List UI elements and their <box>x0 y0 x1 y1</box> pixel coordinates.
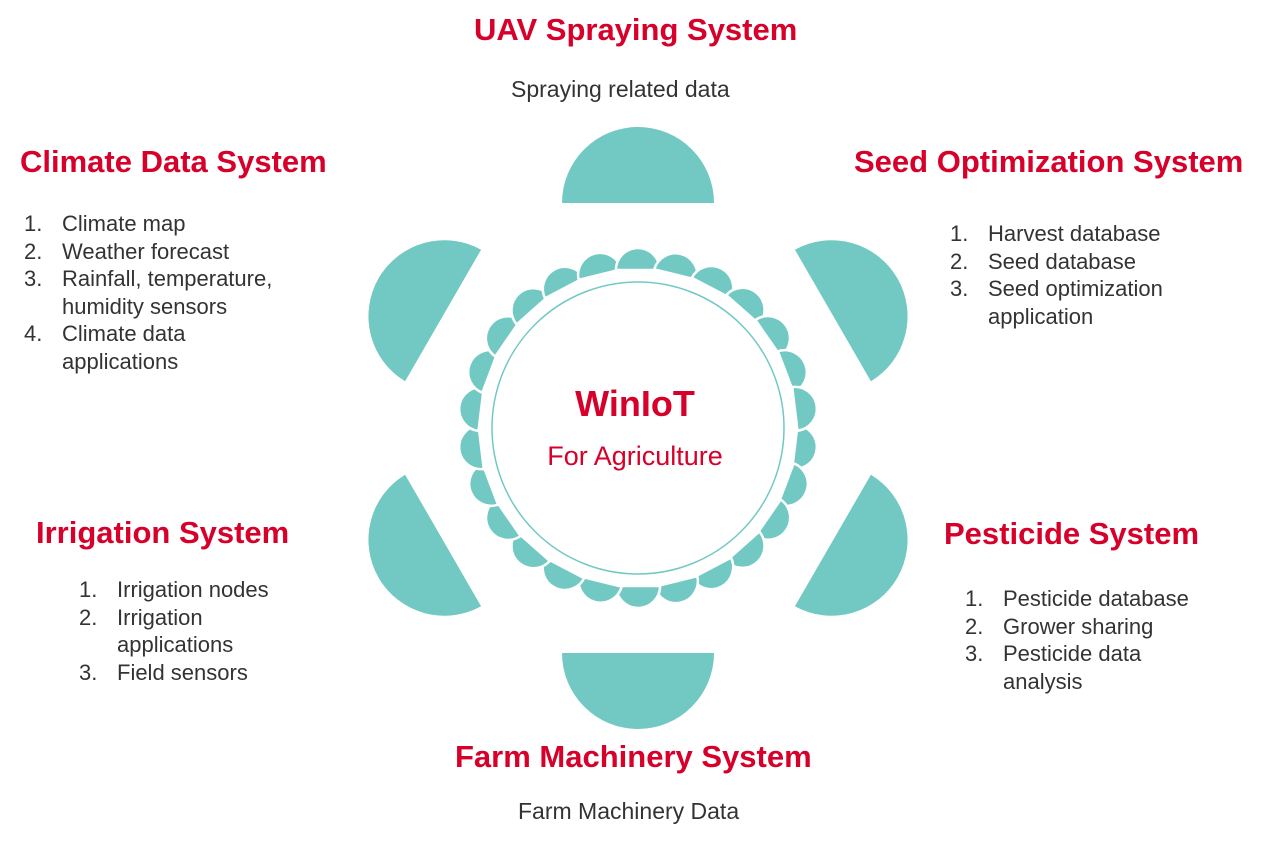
seed-optimization-title: Seed Optimization System <box>854 144 1244 179</box>
list-item: 1.Climate map <box>24 211 186 236</box>
list-item: 2.Grower sharing <box>965 613 1154 639</box>
center-title: WinIoT <box>575 383 695 424</box>
list-item: 4.Climate data applications <box>24 321 186 374</box>
ring-scallop <box>790 385 819 433</box>
list-item: 2.Irrigation applications <box>79 604 234 658</box>
ring-scallop <box>790 423 819 471</box>
list-item: 2.Weather forecast <box>24 238 230 264</box>
climate-data-title: Climate Data System <box>20 144 327 179</box>
ring-scallop <box>652 252 699 282</box>
list-item: 2.Seed database <box>950 248 1137 274</box>
list-item: 3.Field sensors <box>79 659 248 685</box>
center-circle <box>491 281 785 575</box>
seed-optimization-list: 1.Harvest database 2.Seed database 3.See… <box>950 220 1163 330</box>
scalloped-ring <box>457 246 819 610</box>
petal-lower-left <box>368 474 482 616</box>
list-item: 1.Irrigation nodes <box>79 577 269 602</box>
ring-scallop <box>457 385 486 433</box>
pesticide-title: Pesticide System <box>944 516 1200 551</box>
ring-scallop <box>614 584 662 610</box>
ring-scallop <box>614 246 662 272</box>
list-item: 1.Pesticide database <box>965 586 1189 611</box>
list-item: 1.Harvest database <box>950 221 1161 246</box>
climate-data-list: 1.Climate map 2.Weather forecast 3.Rainf… <box>24 210 272 376</box>
ring-scallop <box>457 423 486 471</box>
petal-bottom <box>562 653 714 729</box>
pesticide-list: 1.Pesticide database 2.Grower sharing 3.… <box>965 585 1189 695</box>
petal-upper-left <box>368 240 482 382</box>
petal-upper-right <box>794 240 908 382</box>
irrigation-list: 1.Irrigation nodes 2.Irrigation applicat… <box>79 576 269 686</box>
petal-top <box>562 127 714 203</box>
farm-machinery-text: Farm Machinery Data <box>518 798 740 824</box>
petal-lower-right <box>794 474 908 616</box>
uav-spraying-title: UAV Spraying System <box>474 12 798 47</box>
outer-petals <box>368 127 908 729</box>
list-item: 3.Rainfall, temperature, humidity sensor… <box>24 266 273 319</box>
list-item: 3.Pesticide data analysis <box>965 641 1142 694</box>
list-item: 3.Seed optimization application <box>950 276 1163 329</box>
uav-spraying-text: Spraying related data <box>511 76 730 102</box>
irrigation-title: Irrigation System <box>36 515 290 550</box>
farm-machinery-title: Farm Machinery System <box>455 739 812 774</box>
center-subtitle: For Agriculture <box>547 441 723 471</box>
ring-scallop <box>577 574 624 604</box>
